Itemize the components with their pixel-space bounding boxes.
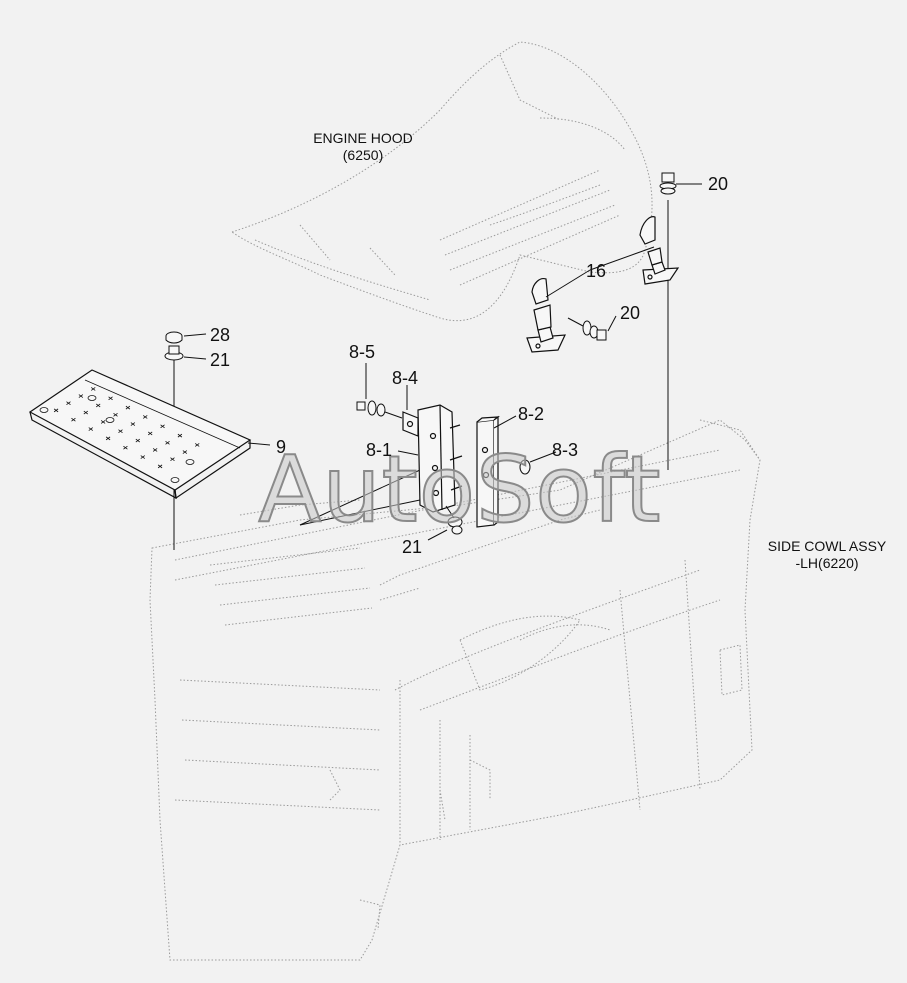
plate-perforation [195, 443, 199, 446]
plate-mount-hole [106, 418, 114, 423]
plate-perforation [106, 437, 110, 440]
plate-mount-hole [171, 478, 179, 483]
latch-16-upper [640, 217, 678, 284]
side-cowl-caption-line2: -LH(6220) [795, 555, 859, 571]
part-label-20-top: 20 [708, 174, 729, 194]
bolt-20-mid [568, 318, 606, 340]
step-plate-9 [30, 370, 250, 498]
plate-perforation [183, 451, 187, 454]
plate-mount-hole [88, 396, 96, 401]
plate-perforation [136, 439, 140, 442]
plate-perforation [109, 397, 113, 400]
part-label-28: 28 [210, 325, 231, 345]
plate-perforation [101, 420, 105, 423]
plate-perforation [84, 411, 88, 414]
engine-hood-caption: ENGINE HOOD (6250) [298, 130, 428, 164]
side-cowl-outline [150, 420, 760, 960]
plate-perforation [166, 441, 170, 444]
plate-perforation [178, 434, 182, 437]
part-label-8-4: 8-4 [392, 368, 419, 388]
cap-28 [166, 332, 182, 343]
plate-perforation [153, 448, 157, 451]
part-label-8-5: 8-5 [349, 342, 376, 362]
part-label-21-top: 21 [210, 350, 231, 370]
part-label-8-1: 8-1 [366, 440, 393, 460]
plate-perforation [71, 418, 75, 421]
plate-perforation [118, 430, 122, 433]
plate-mount-hole [186, 460, 194, 465]
plate-perforation [54, 409, 58, 412]
latch-16-lower [527, 279, 565, 352]
part-label-16: 16 [586, 261, 607, 281]
plate-perforation [170, 458, 174, 461]
plate-perforation [143, 415, 147, 418]
bolt-20-top [660, 173, 676, 194]
part-label-20-mid: 20 [620, 303, 641, 323]
plate-perforation [158, 465, 162, 468]
part-label-8-3: 8-3 [552, 440, 579, 460]
plate-perforation [91, 387, 95, 390]
plate-perforation [123, 446, 127, 449]
plate-perforation [131, 423, 135, 426]
engine-hood-caption-line1: ENGINE HOOD [313, 130, 413, 146]
plate-perforation [66, 402, 70, 405]
plate-perforation [126, 406, 130, 409]
plate-perforation [114, 413, 118, 416]
watermark: AutoSoft [257, 436, 662, 543]
plate-perforation [89, 428, 93, 431]
side-cowl-caption: SIDE COWL ASSY -LH(6220) [752, 538, 902, 572]
plate-perforation [96, 404, 100, 407]
bolt-8-5 [357, 401, 402, 418]
bracket-8-1 [403, 405, 462, 512]
part-label-8-2: 8-2 [518, 404, 545, 424]
plate-perforation [148, 432, 152, 435]
bolt-21-bottom [446, 506, 462, 534]
part-label-9: 9 [276, 437, 287, 457]
plate-perforation [161, 425, 165, 428]
part-label-21-bottom: 21 [402, 537, 423, 557]
plate-mount-hole [40, 408, 48, 413]
engine-hood-caption-line2: (6250) [342, 147, 384, 163]
plate-perforation [141, 456, 145, 459]
side-cowl-caption-line1: SIDE COWL ASSY [767, 538, 887, 554]
plate-8-2 [477, 417, 498, 527]
cap-8-3 [520, 460, 530, 474]
plate-perforation [79, 395, 83, 398]
bolt-21-top [165, 346, 183, 372]
